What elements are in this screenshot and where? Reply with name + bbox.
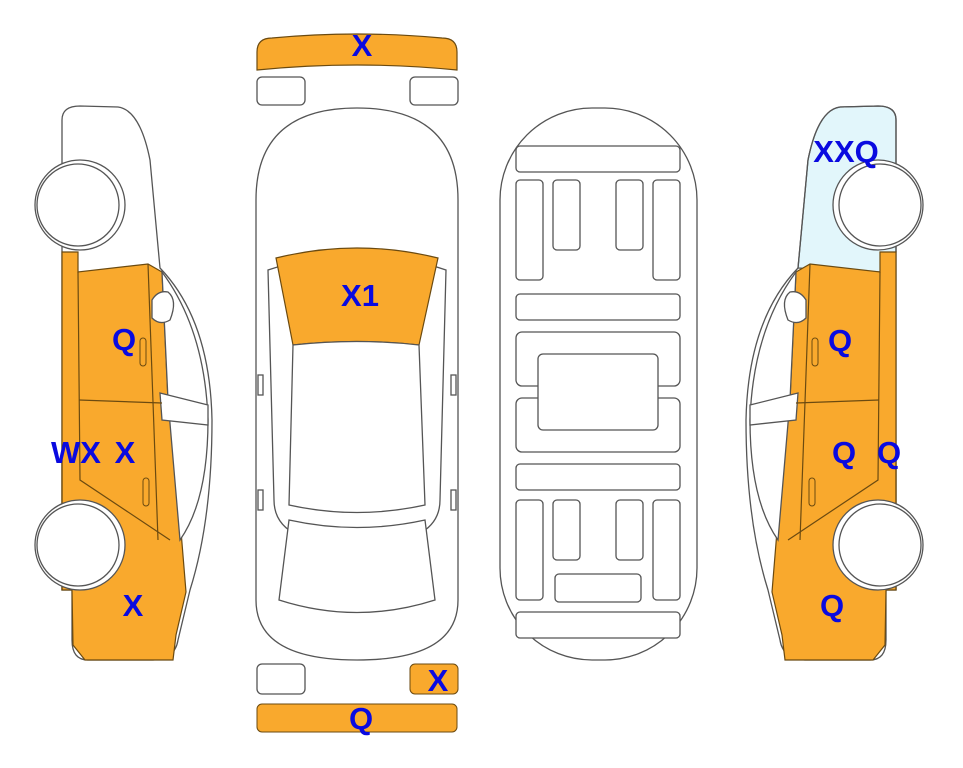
- right-side-view: [745, 105, 924, 661]
- label-rear-bumper: Q: [349, 701, 373, 736]
- label-right-quarter: Q: [820, 588, 844, 623]
- headlight-left[interactable]: [256, 76, 306, 106]
- taillight-left[interactable]: [256, 663, 306, 695]
- label-taillight-right: X: [428, 663, 449, 698]
- label-right-front-door: Q: [828, 323, 852, 358]
- front-bumper[interactable]: [256, 33, 458, 71]
- taillight-right[interactable]: [409, 663, 459, 695]
- label-left-front-door: Q: [112, 322, 136, 357]
- left-side-view: [34, 105, 213, 661]
- label-right-rocker: Q: [877, 435, 901, 470]
- label-right-fender: XXQ: [813, 134, 878, 169]
- rear-bumper[interactable]: [256, 703, 458, 733]
- label-right-rear-door: Q: [832, 435, 856, 470]
- underside-view: [499, 107, 698, 661]
- label-windshield: X1: [341, 278, 379, 313]
- headlight-right[interactable]: [409, 76, 459, 106]
- top-view: [255, 33, 459, 733]
- label-front-bumper: X: [352, 28, 373, 63]
- label-left-quarter: X: [123, 588, 144, 623]
- label-left-rocker: WX: [51, 435, 101, 470]
- label-left-rear-door: X: [115, 435, 136, 470]
